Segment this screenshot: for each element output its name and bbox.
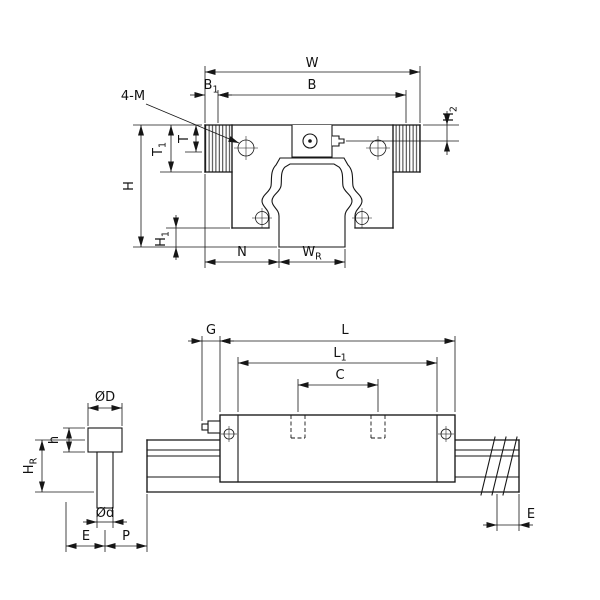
mounting-bolt-detail: ØD h HR Ød (22, 390, 148, 552)
dim-L1: L1 (237, 346, 438, 412)
callout-4M: 4-M (121, 89, 240, 144)
grease-nipple-front (291, 124, 345, 158)
dim-label-l: L (341, 323, 349, 338)
mounting-holes-front (234, 136, 390, 228)
grease-nipple-side (207, 420, 221, 434)
dim-label-b1: B1 (204, 78, 219, 96)
dim-label-l1: L1 (333, 346, 346, 364)
dim-label-c: C (335, 368, 344, 383)
dim-OD: ØD (87, 390, 123, 426)
dim-N-WR: N WR (204, 174, 346, 268)
dim-label-e1: E (82, 529, 90, 544)
dim-label-e2: E (527, 507, 535, 522)
dim-G-L: G L (188, 323, 456, 421)
dim-H2: H2 (346, 106, 460, 155)
dim-Od: Ød (83, 506, 127, 528)
dim-label-g: G (206, 323, 216, 338)
tapped-holes-hidden (290, 415, 386, 439)
nipple-tip (331, 135, 345, 147)
rail-break-lines (480, 436, 518, 496)
dim-B-B1: B1 B (190, 78, 407, 123)
dim-label-n: N (237, 245, 247, 260)
bolt-head (87, 427, 123, 453)
dim-label-p: P (122, 529, 130, 544)
dim-label-hr: HR (22, 457, 40, 474)
dim-T-T1: T T1 (133, 124, 202, 173)
rail-cross-section (271, 163, 353, 248)
front-view: W B1 B 4-M H2 (121, 56, 460, 268)
dim-H: H (122, 125, 277, 248)
dim-HR: HR (22, 439, 94, 493)
dim-label-odd: Ød (96, 506, 114, 521)
dim-C: C (297, 368, 379, 412)
dim-label-h: H (122, 181, 137, 191)
dim-label-t: T (177, 135, 192, 144)
dim-label-t1: T1 (151, 142, 169, 157)
carriage-side-view (201, 414, 456, 483)
dim-label-h2: H2 (442, 106, 460, 122)
grease-nipple-side-tip (201, 423, 209, 431)
dim-label-wr: WR (302, 245, 322, 263)
bolt-shank (96, 451, 114, 509)
dim-label-b: B (308, 78, 317, 93)
dim-H1: H1 (154, 215, 230, 260)
dim-label-w: W (306, 56, 319, 71)
dim-W: W (204, 56, 421, 123)
dim-E-P: E P (65, 494, 148, 552)
dim-E-right: E (483, 494, 535, 531)
flange-hatch-right (393, 125, 420, 172)
dim-label-od: ØD (95, 390, 115, 405)
flange-hatch-left (205, 125, 232, 172)
dim-label-h1: H1 (154, 231, 172, 247)
dim-label-4m: 4-M (121, 89, 145, 104)
side-view: G L L1 C ØD (22, 323, 535, 552)
carriage-inner-profile (261, 157, 363, 229)
